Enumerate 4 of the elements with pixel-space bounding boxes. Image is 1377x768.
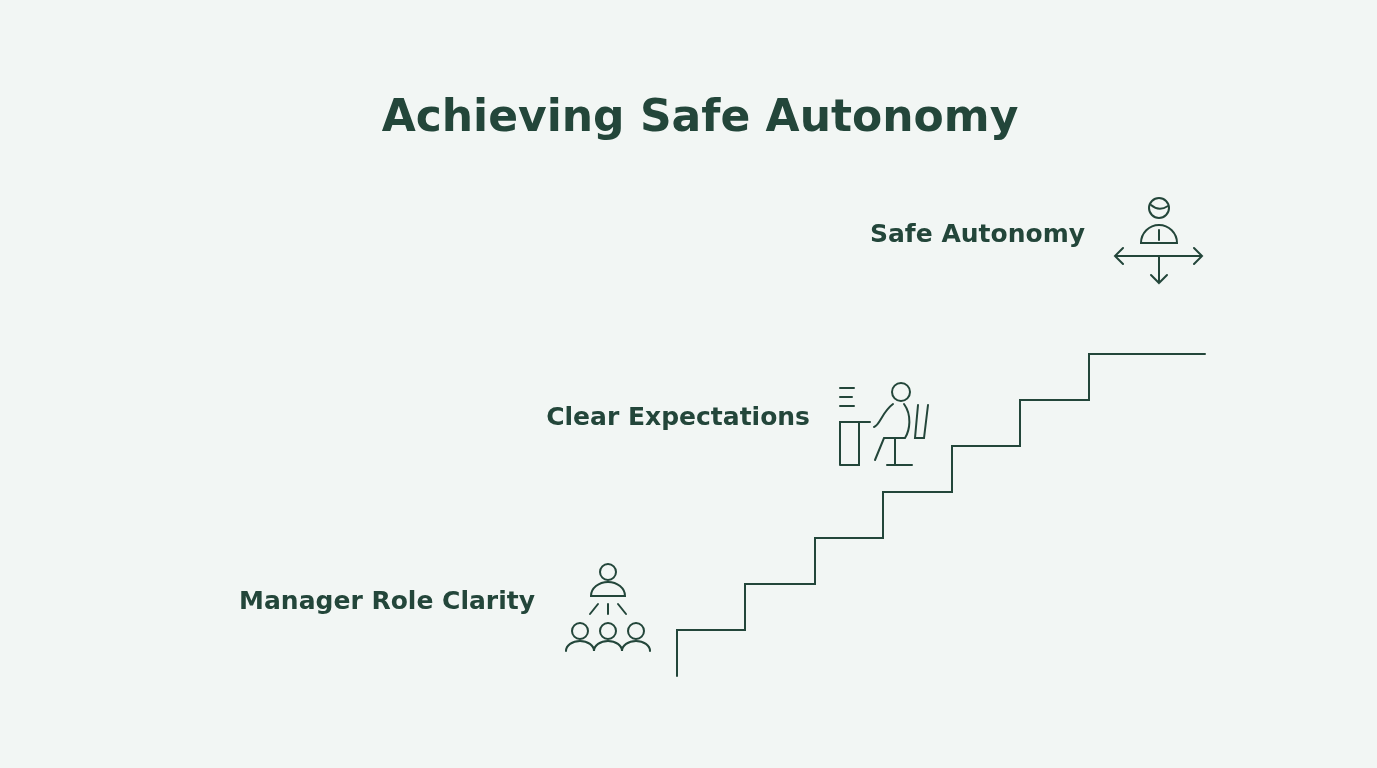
step-label: Safe Autonomy xyxy=(870,221,1085,246)
step-label: Clear Expectations xyxy=(546,404,810,429)
step-label: Manager Role Clarity xyxy=(239,588,535,613)
title: Achieving Safe Autonomy xyxy=(380,94,1020,138)
